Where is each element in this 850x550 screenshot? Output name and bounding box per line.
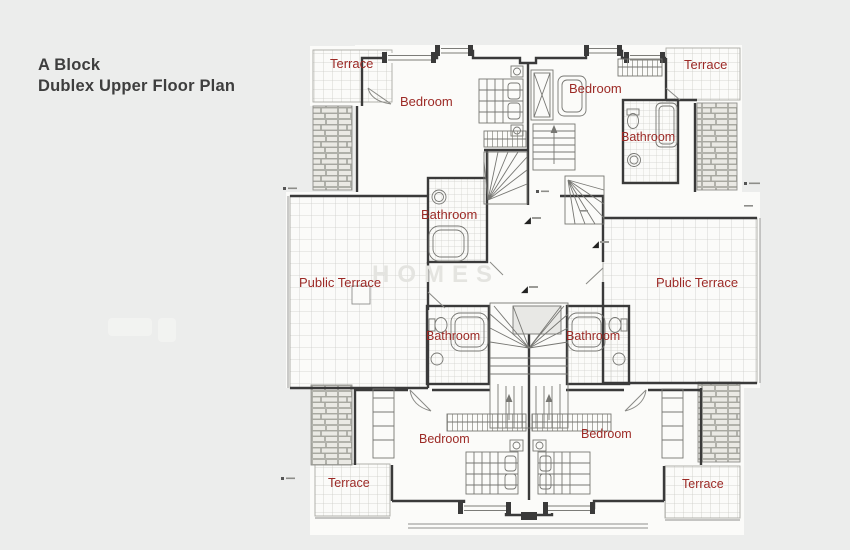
stairs: [483, 123, 605, 429]
title-line-1: A Block: [38, 56, 101, 74]
closet-hanger-strips: [446, 58, 663, 432]
photo-watermark: HOMES: [372, 261, 501, 288]
background-logo-shape: [158, 318, 176, 342]
title-line-2: Dublex Upper Floor Plan: [38, 77, 236, 96]
stone-wall-strips: [310, 102, 741, 466]
background-logo-shape: [108, 318, 152, 336]
furniture: [372, 58, 684, 495]
dimension-micro-marks: [281, 182, 760, 480]
windows: [382, 45, 665, 520]
page-title: A Block Dublex Upper Floor Plan: [38, 55, 235, 98]
doors: [367, 87, 681, 412]
